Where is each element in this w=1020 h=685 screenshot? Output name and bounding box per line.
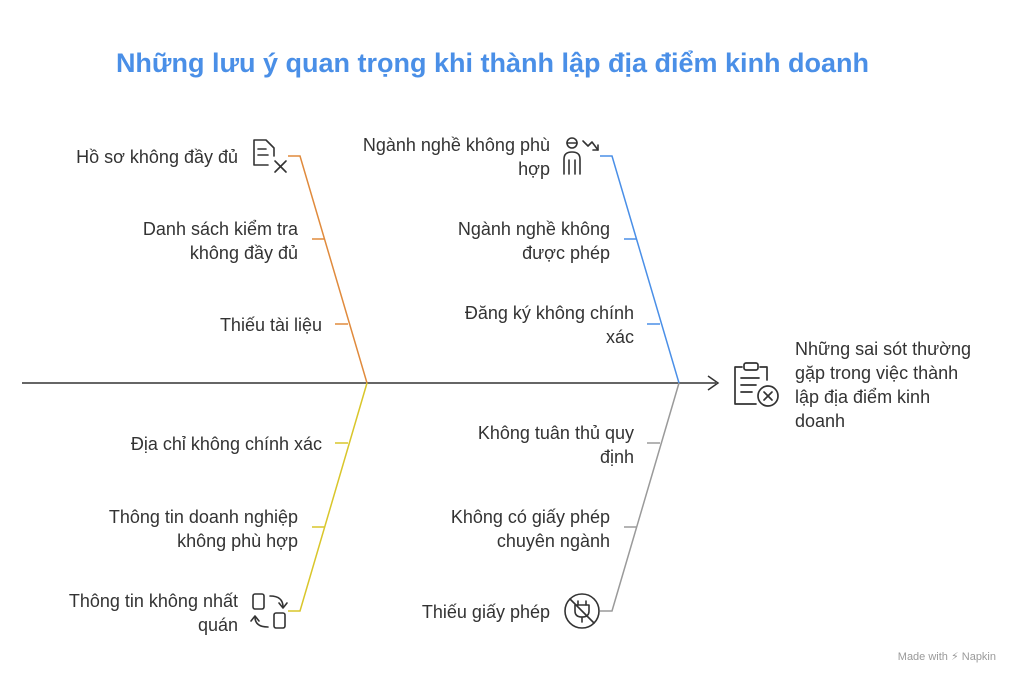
cause-docs-3: Thiếu tài liệu — [219, 315, 322, 335]
sync-files-icon — [250, 593, 288, 629]
napkin-brand: Made with ⚡ Napkin — [897, 651, 996, 663]
cause-docs-2: Danh sách kiểm tra không đầy đủ — [142, 219, 298, 263]
clipboard-x-icon — [734, 362, 779, 407]
cause-business-1: Ngành nghề không phù hợp — [362, 135, 550, 179]
page-title: Những lưu ý quan trọng khi thành lập địa… — [115, 48, 870, 78]
no-plug-icon — [564, 593, 600, 629]
effect-label: Những sai sót thường gặp trong việc thàn… — [795, 339, 971, 431]
spine-arrowhead — [707, 375, 720, 391]
bone-docs — [288, 155, 368, 384]
cause-license-3: Thiếu giấy phép — [421, 602, 550, 622]
bone-info — [288, 382, 368, 612]
cause-info-1: Địa chỉ không chính xác — [130, 434, 322, 454]
cause-docs-1: Hồ sơ không đầy đủ — [76, 147, 238, 167]
cause-info-3: Thông tin không nhất quán — [68, 591, 238, 635]
cause-license-1: Không tuân thủ quy định — [477, 423, 634, 467]
bone-license — [600, 382, 680, 612]
cause-business-3: Đăng ký không chính xác — [464, 303, 634, 347]
document-x-icon — [253, 139, 287, 173]
cause-license-2: Không có giấy phép chuyên ngành — [450, 507, 610, 551]
bone-business — [600, 155, 680, 384]
cause-info-2: Thông tin doanh nghiệp không phù hợp — [108, 507, 298, 551]
person-mismatch-icon — [563, 137, 599, 175]
cause-business-2: Ngành nghề không được phép — [457, 219, 610, 263]
